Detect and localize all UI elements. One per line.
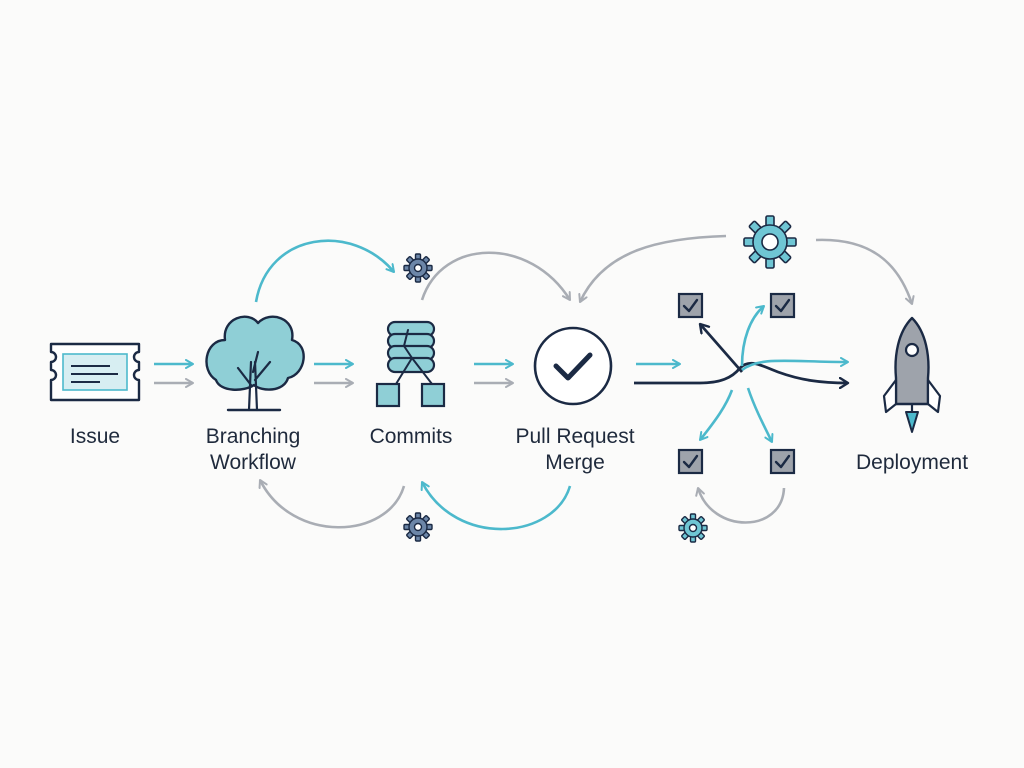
gear-icon [403, 512, 433, 542]
stage-label-commits: Commits [369, 425, 453, 448]
loop-review-bottom [695, 487, 786, 524]
stage-label-pull-request-line2: Merge [545, 451, 605, 474]
stage-label-branching-line1: Branching [205, 425, 301, 448]
check-circle-icon [533, 326, 613, 406]
stage-label-issue: Issue [69, 425, 121, 448]
gear-icon [743, 215, 797, 269]
checkbox-icon [769, 448, 796, 475]
stage-label-branching: Branching Workflow [206, 424, 301, 476]
loop-commits-to-branching-bottom [258, 479, 406, 529]
gear-icon [678, 513, 708, 543]
loop-pr-to-commits-bottom [420, 481, 572, 531]
loop-branching-to-commits-top [254, 239, 395, 303]
checkbox-cluster-icon [677, 292, 796, 475]
stage-label-pull-request-line1: Pull Request [515, 425, 635, 448]
ticket-icon [49, 342, 141, 402]
database-icon [375, 320, 446, 408]
rocket-icon [882, 316, 942, 433]
stage-label-branching-line2: Workflow [210, 451, 296, 474]
loop-review-to-pr-top [578, 234, 727, 303]
checkbox-icon [677, 448, 704, 475]
gear-icon [403, 253, 433, 283]
stage-label-deployment: Deployment [855, 451, 969, 474]
loop-commits-to-pr-top [420, 251, 572, 301]
loop-gear-to-deployment-top [815, 238, 915, 305]
merge-lines [634, 305, 848, 443]
stage-label-pull-request: Pull Request Merge [515, 424, 634, 476]
checkbox-icon [677, 292, 704, 319]
tree-icon [205, 315, 305, 412]
checkbox-icon [769, 292, 796, 319]
